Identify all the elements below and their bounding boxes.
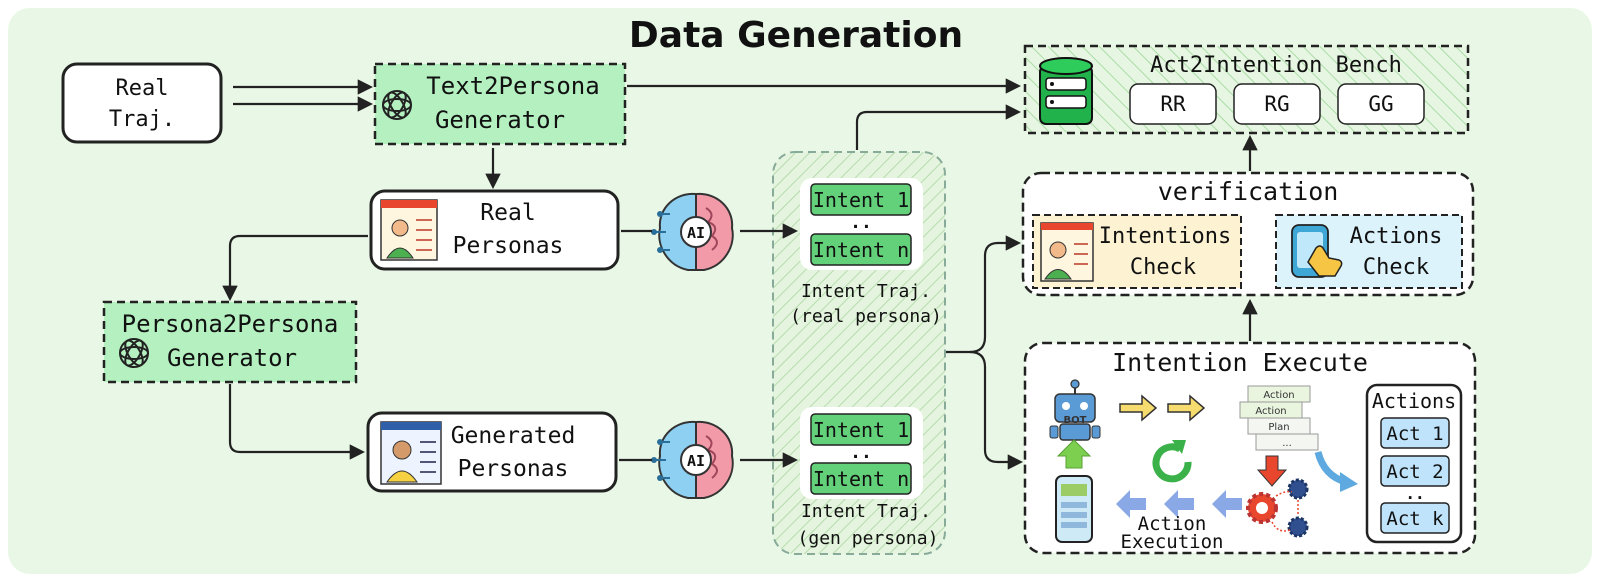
- action-item: Act k: [1386, 508, 1444, 530]
- bench-item-label: RG: [1264, 92, 1289, 116]
- bench-item-gg: GG: [1337, 83, 1425, 125]
- actions-check-line-1: Actions: [1350, 224, 1443, 249]
- plan-card-label: Action: [1255, 406, 1286, 417]
- real-personas-line-1: Real: [480, 200, 535, 226]
- plan-card-label: Plan: [1268, 422, 1289, 433]
- arrow-intent-to-bench: [855, 104, 1022, 150]
- database-icon: [1039, 57, 1093, 125]
- intent-gen-group: Intent 1 .. Intent n: [800, 407, 923, 499]
- intent-real-caption-2: (real persona): [790, 306, 942, 327]
- text2persona-line-2: Generator: [435, 106, 565, 134]
- phone-tap-icon: [1291, 224, 1343, 278]
- arrow-intent-to-verification: [946, 235, 1022, 354]
- persona-card-icon: [380, 199, 438, 261]
- right-arrow-icon: [1167, 394, 1206, 422]
- persona2persona-line-1: Persona2Persona: [122, 310, 339, 338]
- left-arrow-icon: [1116, 490, 1146, 518]
- bench-item-rr: RR: [1129, 83, 1217, 125]
- intent-gen-ellipsis: ..: [850, 442, 872, 463]
- ai-label: AI: [687, 452, 705, 470]
- arrow-p2p-to-generated-personas: [228, 384, 366, 460]
- refresh-icon: [1152, 440, 1192, 483]
- right-arrow-icon: [1119, 394, 1158, 422]
- intent-real-last: Intent n: [813, 238, 909, 262]
- curved-arrow-head-icon: [1340, 472, 1358, 492]
- actions-check-node: Actions Check: [1275, 214, 1463, 289]
- page-title: Data Generation: [629, 15, 963, 56]
- robot-icon: BOT: [1049, 379, 1101, 441]
- gears-icon: [1246, 478, 1309, 538]
- generated-personas-line-2: Personas: [458, 456, 569, 482]
- intent-gen-last: Intent n: [813, 467, 909, 491]
- arrow-intent-to-execute: [969, 350, 1024, 470]
- robot-label: BOT: [1064, 415, 1087, 426]
- up-arrow-icon: [1056, 439, 1092, 469]
- real-traj-line-2: Traj.: [109, 107, 175, 132]
- bench-item-rg: RG: [1233, 83, 1321, 125]
- ai-brain-icon: AI: [651, 192, 734, 271]
- persona-card-icon: [1040, 222, 1094, 282]
- ai-brain-icon: AI: [651, 420, 734, 499]
- act2intention-bench-node: Act2Intention Bench RR RG GG: [1023, 44, 1470, 135]
- persona2persona-generator-node: Persona2Persona Generator: [102, 300, 358, 384]
- intent-real-group: Intent 1 .. Intent n: [800, 178, 923, 270]
- actions-check-line-2: Check: [1363, 255, 1429, 280]
- generated-personas-node: Generated Personas: [366, 411, 618, 493]
- real-personas-line-2: Personas: [453, 233, 564, 259]
- intent-gen-caption-1: Intent Traj.: [801, 501, 931, 522]
- generated-personas-line-1: Generated: [451, 423, 576, 449]
- openai-logo-icon: [119, 338, 149, 368]
- text2persona-line-1: Text2Persona: [426, 72, 599, 100]
- intentions-check-line-2: Check: [1130, 255, 1196, 280]
- down-arrow-icon: [1256, 455, 1288, 487]
- intent-real-ellipsis: ..: [850, 212, 872, 233]
- real-traj-line-1: Real: [116, 76, 169, 101]
- plan-card-label: ...: [1282, 438, 1292, 449]
- left-arrow-icon: [1212, 490, 1242, 518]
- real-traj-node: Real Traj.: [61, 62, 223, 144]
- intent-real-caption-1: Intent Traj.: [801, 281, 931, 302]
- intentions-check-node: Intentions Check: [1032, 214, 1242, 289]
- intention-execute-title: Intention Execute: [1112, 348, 1368, 377]
- action-item: Act 2: [1386, 461, 1443, 483]
- text2persona-generator-node: Text2Persona Generator: [373, 62, 627, 146]
- verification-node: verification Intentions Check Act: [1021, 171, 1475, 297]
- action-execution-line-2: Execution: [1121, 531, 1224, 553]
- intentions-check-line-1: Intentions: [1099, 224, 1231, 249]
- action-item: Act 1: [1386, 423, 1443, 445]
- persona-card-icon: [380, 421, 442, 485]
- real-personas-node: Real Personas: [369, 189, 620, 271]
- intent-gen-caption-2: (gen persona): [798, 528, 939, 549]
- verification-title: verification: [1158, 177, 1339, 206]
- ai-label: AI: [687, 224, 705, 242]
- left-arrow-icon: [1164, 490, 1194, 518]
- plan-card-label: Action: [1263, 390, 1294, 401]
- bench-item-label: GG: [1368, 92, 1393, 116]
- arrow-real-personas-to-p2p: [222, 234, 368, 302]
- openai-logo-icon: [382, 90, 412, 120]
- intent-real-first: Intent 1: [813, 188, 909, 212]
- intention-execute-node: Intention Execute BOT: [1023, 341, 1477, 555]
- bench-title: Act2Intention Bench: [1150, 53, 1402, 78]
- action-execution-line-1: Action: [1138, 513, 1207, 535]
- connectors: [222, 78, 1258, 470]
- actions-list: Actions Act 1 Act 2 .. Act k: [1365, 383, 1463, 544]
- intent-gen-first: Intent 1: [813, 418, 909, 442]
- actions-list-title: Actions: [1372, 389, 1456, 413]
- plan-cards-icon: Action Action Plan ...: [1239, 385, 1319, 451]
- smartphone-icon: [1055, 475, 1093, 543]
- bench-item-label: RR: [1160, 92, 1186, 116]
- persona2persona-line-2: Generator: [167, 344, 297, 372]
- action-ellipsis: ..: [1405, 484, 1424, 503]
